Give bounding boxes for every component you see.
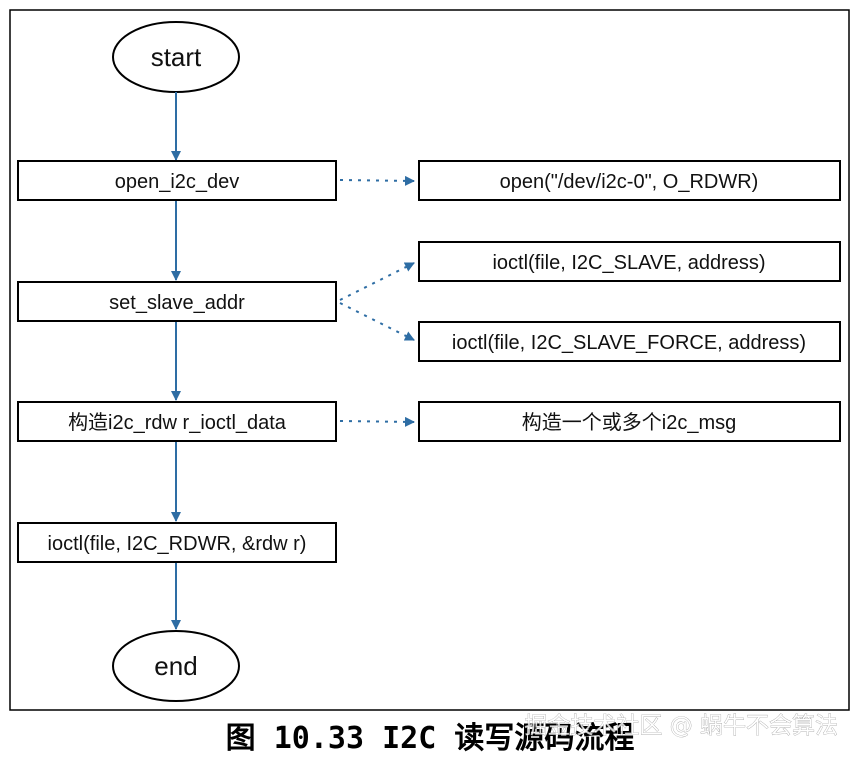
build-rdwr-data-label: 构造i2c_rdw r_ioctl_data xyxy=(68,411,287,434)
dotted-arrow-build-detail xyxy=(339,416,415,427)
set-slave-addr-box: set_slave_addr xyxy=(17,281,337,322)
start-node: start xyxy=(112,21,240,93)
end-node: end xyxy=(112,630,240,702)
ioctl-slave-force-detail-label: ioctl(file, I2C_SLAVE_FORCE, address) xyxy=(452,332,806,354)
open-call-detail-label: open("/dev/i2c-0", O_RDWR) xyxy=(500,171,759,193)
diagram-frame xyxy=(9,9,850,711)
ioctl-rdwr-label: ioctl(file, I2C_RDWR, &rdw r) xyxy=(48,533,307,555)
start-label: start xyxy=(151,42,202,72)
build-msgs-detail-box: 构造一个或多个i2c_msg xyxy=(418,401,841,442)
end-label: end xyxy=(154,651,197,681)
ioctl-slave-detail-label: ioctl(file, I2C_SLAVE, address) xyxy=(492,252,765,274)
dotted-arrow-open-detail xyxy=(339,175,415,186)
build-rdwr-data-box: 构造i2c_rdw r_ioctl_data xyxy=(17,401,337,442)
open-i2c-dev-label: open_i2c_dev xyxy=(115,171,240,193)
open-call-detail-box: open("/dev/i2c-0", O_RDWR) xyxy=(418,160,841,201)
dotted-arrow-slave-force-detail xyxy=(339,302,415,341)
watermark: 掘金技术社区 @ 蜗牛不会算法 xyxy=(524,713,838,739)
ioctl-slave-detail-box: ioctl(file, I2C_SLAVE, address) xyxy=(418,241,841,282)
ioctl-rdwr-box: ioctl(file, I2C_RDWR, &rdw r) xyxy=(17,522,337,563)
ioctl-slave-force-detail-box: ioctl(file, I2C_SLAVE_FORCE, address) xyxy=(418,321,841,362)
build-msgs-detail-label: 构造一个或多个i2c_msg xyxy=(522,411,736,434)
set-slave-addr-label: set_slave_addr xyxy=(109,292,245,314)
dotted-arrow-slave-detail xyxy=(339,262,415,301)
open-i2c-dev-box: open_i2c_dev xyxy=(17,160,337,201)
figure-caption: 图 10.33 I2C 读写源码流程 xyxy=(226,721,635,756)
